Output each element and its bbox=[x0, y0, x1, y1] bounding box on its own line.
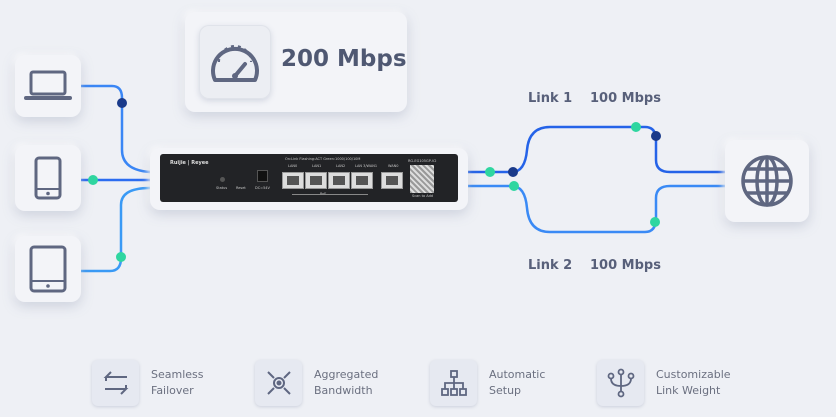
lan1-port bbox=[305, 172, 327, 189]
router-front-panel: Ruijie | Reyee Status Reset DC=54V On:Li… bbox=[160, 154, 458, 202]
link-2-name: Link 2 bbox=[528, 258, 573, 273]
feature-line: Setup bbox=[489, 384, 522, 397]
laptop-card bbox=[15, 55, 81, 117]
laptop-icon bbox=[24, 70, 72, 100]
node-dot bbox=[508, 167, 518, 177]
status-led bbox=[220, 177, 225, 182]
aggregate-speed: 200 Mbps bbox=[281, 46, 407, 72]
port-label: LAN2 bbox=[336, 164, 346, 168]
node-dot bbox=[509, 181, 519, 191]
link-2-speed: 100 Mbps bbox=[590, 258, 661, 273]
node-dot bbox=[650, 217, 660, 227]
status-label: Status bbox=[216, 186, 228, 190]
router-card: Ruijie | Reyee Status Reset DC=54V On:Li… bbox=[150, 148, 468, 210]
tablet-icon bbox=[29, 245, 67, 293]
lan2-port bbox=[328, 172, 350, 189]
feature-line: Seamless bbox=[151, 368, 204, 381]
node-dot bbox=[117, 98, 127, 108]
qr-label: Scan to Add bbox=[412, 194, 434, 198]
failover-arrows-icon bbox=[103, 371, 128, 395]
poe-bracket bbox=[292, 193, 368, 195]
wan0-port bbox=[381, 172, 403, 189]
feature-line: Bandwidth bbox=[314, 384, 373, 397]
laptop-line bbox=[80, 84, 151, 174]
speedometer-icon bbox=[211, 45, 259, 82]
smartphone-icon bbox=[34, 156, 62, 200]
router-brand: Ruijie | Reyee bbox=[170, 160, 209, 166]
phone-card bbox=[15, 145, 81, 211]
node-dot bbox=[116, 252, 126, 262]
port-label: LAN0 bbox=[288, 164, 298, 168]
node-dot bbox=[631, 122, 641, 132]
tablet-line bbox=[80, 186, 151, 273]
led-legend: On:Link Flashing:ACT Green:1000/100/10M bbox=[285, 157, 361, 161]
power-jack bbox=[257, 170, 268, 182]
speed-icon-box bbox=[199, 25, 271, 99]
feature-line: Customizable bbox=[656, 368, 731, 381]
feature-line: Link Weight bbox=[656, 384, 721, 397]
tablet-card bbox=[15, 236, 81, 302]
reset-label: Reset bbox=[236, 186, 246, 190]
lan3-wan1-port bbox=[351, 172, 373, 189]
model-label: RG-EG105GP-V2 bbox=[408, 159, 437, 163]
internet-card bbox=[725, 140, 809, 222]
qr-code bbox=[410, 165, 434, 193]
port-label: LAN 3/WAN1 bbox=[355, 164, 378, 168]
wan-line-2 bbox=[468, 184, 725, 234]
port-label: LAN1 bbox=[312, 164, 322, 168]
hierarchy-icon bbox=[440, 370, 467, 396]
lan0-port bbox=[282, 172, 304, 189]
globe-icon bbox=[741, 155, 793, 207]
feature-line: Automatic bbox=[489, 368, 546, 381]
port-label: WAN0 bbox=[388, 164, 399, 168]
power-label: DC=54V bbox=[255, 186, 270, 190]
link-1-name: Link 1 bbox=[528, 91, 573, 106]
node-dot bbox=[485, 167, 495, 177]
aggregate-icon bbox=[266, 371, 291, 395]
wan-line-1 bbox=[468, 125, 725, 174]
node-dot bbox=[88, 175, 98, 185]
link-1-speed: 100 Mbps bbox=[590, 91, 661, 106]
bandwidth-card: 200 Mbps bbox=[185, 12, 407, 112]
trident-icon bbox=[607, 368, 634, 398]
feature-line: Aggregated bbox=[314, 368, 379, 381]
feature-line: Failover bbox=[151, 384, 194, 397]
node-dot bbox=[651, 131, 661, 141]
